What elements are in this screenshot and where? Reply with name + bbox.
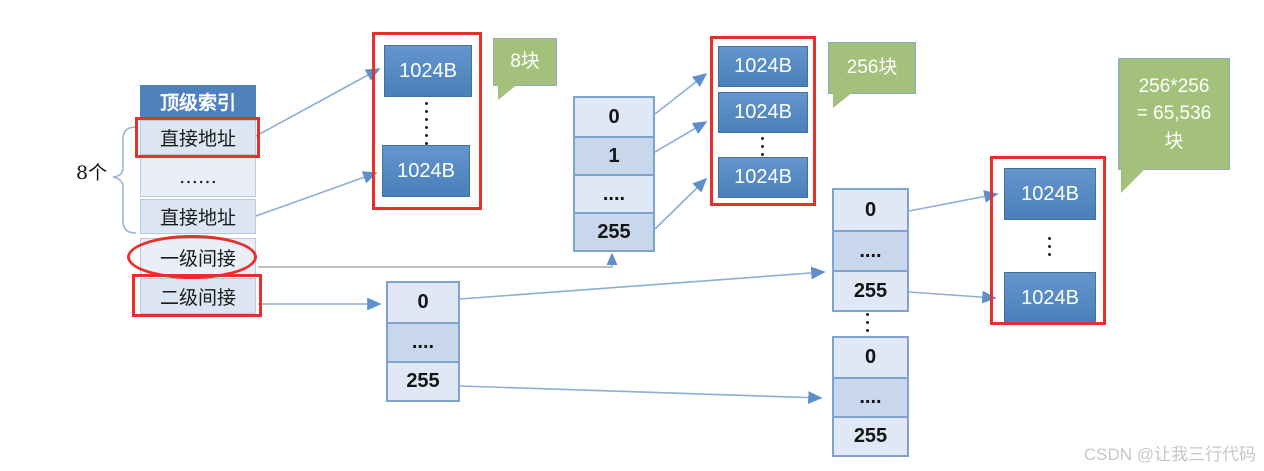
badge-256-blocks: 256块	[828, 42, 916, 108]
connector-l1-255	[459, 385, 823, 404]
double-indirect-l1-table: 0 .... 255	[386, 281, 460, 402]
index-cell: 0	[834, 338, 907, 377]
index-cell: ....	[575, 174, 653, 212]
data-block: 1024B	[718, 46, 808, 87]
badge-line: 块	[1164, 130, 1184, 152]
badge-line: 256*256	[1138, 75, 1210, 97]
connector-s1	[654, 121, 708, 153]
vertical-ellipsis-icon	[425, 102, 428, 145]
connector-l2-0	[908, 190, 999, 212]
index-cell: 1	[575, 136, 653, 174]
inode-table-header: 顶级索引	[140, 85, 256, 118]
data-block: 1024B	[382, 145, 470, 197]
count-brace	[112, 126, 137, 234]
badge-8-blocks: 8块	[493, 38, 557, 100]
badge-65536-blocks: 256*256 = 65,536 块	[1118, 58, 1230, 193]
data-block: 1024B	[1004, 272, 1096, 324]
double-indirect-l2b-table: 0 .... 255	[832, 336, 909, 457]
direct-count-label: 8个	[76, 162, 108, 184]
index-cell: ....	[834, 377, 907, 416]
index-cell: 0	[834, 190, 907, 230]
connector-s255	[654, 177, 708, 230]
vertical-ellipsis-icon	[761, 137, 764, 156]
index-cell: 255	[388, 361, 458, 400]
vertical-ellipsis-icon	[866, 313, 869, 332]
data-block: 1024B	[384, 45, 472, 97]
connector-direct2	[255, 171, 378, 217]
vertical-ellipsis-icon	[1048, 237, 1051, 256]
badge-line: = 65,536	[1136, 103, 1212, 125]
index-cell: ....	[388, 322, 458, 361]
index-cell: 0	[575, 98, 653, 136]
data-block: 1024B	[718, 92, 808, 133]
bubble-tail	[498, 84, 518, 100]
index-cell: 255	[575, 212, 653, 250]
connector-direct1	[255, 68, 381, 137]
connector-s0	[654, 73, 708, 115]
watermark: CSDN @让我三行代码	[1083, 445, 1256, 464]
connector-l1-0	[459, 266, 826, 300]
connector-l2-255	[908, 290, 997, 304]
data-block: 1024B	[1004, 168, 1096, 220]
inode-row-single-indirect: 一级间接	[140, 238, 256, 276]
index-cell: 0	[388, 283, 458, 322]
double-indirect-l2a-table: 0 .... 255	[832, 188, 909, 312]
data-block: 1024B	[718, 157, 808, 198]
badge-text: 256块	[846, 57, 898, 79]
inode-row-ellipsis: ……	[140, 157, 256, 197]
index-cell: ....	[834, 230, 907, 270]
bubble-tail	[833, 92, 853, 108]
connector-single-indirect	[258, 252, 618, 268]
inode-row-double-indirect: 二级间接	[140, 278, 256, 314]
index-cell: 255	[834, 270, 907, 310]
inode-row-direct-2: 直接地址	[140, 199, 256, 234]
index-cell: 255	[834, 416, 907, 455]
bubble-tail	[1121, 167, 1147, 193]
badge-text: 8块	[510, 51, 540, 73]
inode-row-direct-1: 直接地址	[140, 120, 256, 155]
single-indirect-index-table: 0 1 .... 255	[573, 96, 655, 252]
